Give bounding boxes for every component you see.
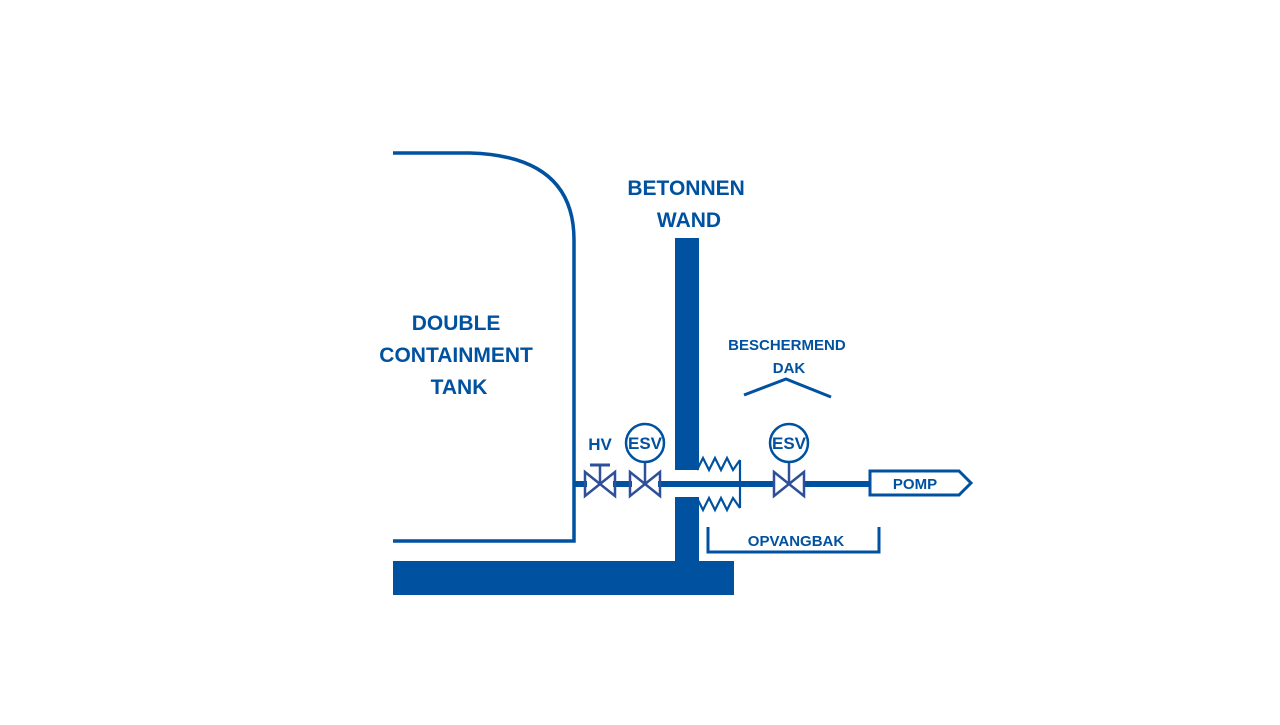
concrete-wall-lower — [675, 497, 699, 563]
pump-arrow-box — [868, 469, 974, 497]
wall-label-line-2: WAND — [657, 209, 721, 232]
svg-text:BETONNEN WAND: BETONNEN WAND — [627, 177, 750, 232]
svg-text:BESCHERMEND DAK: BESCHERMEND DAK — [728, 337, 850, 377]
catch-basin — [706, 527, 881, 554]
hand-valve-label: HV — [588, 435, 612, 454]
tank-label-line-3: TANK — [431, 376, 488, 399]
svg-text:DOUBLE CONTAINMENT TAN: DOUBLE CONTAINMENT TANK — [379, 312, 538, 399]
wall-label-line-1: BETONNEN — [627, 177, 744, 200]
catch-basin-label: OPVANGBAK — [748, 533, 845, 550]
flexible-bellows — [696, 455, 742, 513]
esv-inside-symbol — [624, 422, 666, 499]
roof-label-line-1: BESCHERMEND — [728, 337, 846, 354]
pump-label: POMP — [893, 476, 937, 493]
foundation-slab — [393, 561, 734, 595]
roof-label-line-2: DAK — [773, 360, 806, 377]
esv-outside-symbol — [768, 422, 810, 499]
protective-roof — [743, 377, 832, 399]
hand-valve-symbol — [583, 463, 617, 499]
concrete-wall-upper — [675, 238, 699, 470]
esv-inside-label: ESV — [628, 434, 663, 453]
esv-outside-label: ESV — [772, 434, 807, 453]
tank-label-line-2: CONTAINMENT — [379, 344, 533, 367]
tank-outline — [393, 151, 576, 543]
tank-label-line-1: DOUBLE — [412, 312, 501, 335]
